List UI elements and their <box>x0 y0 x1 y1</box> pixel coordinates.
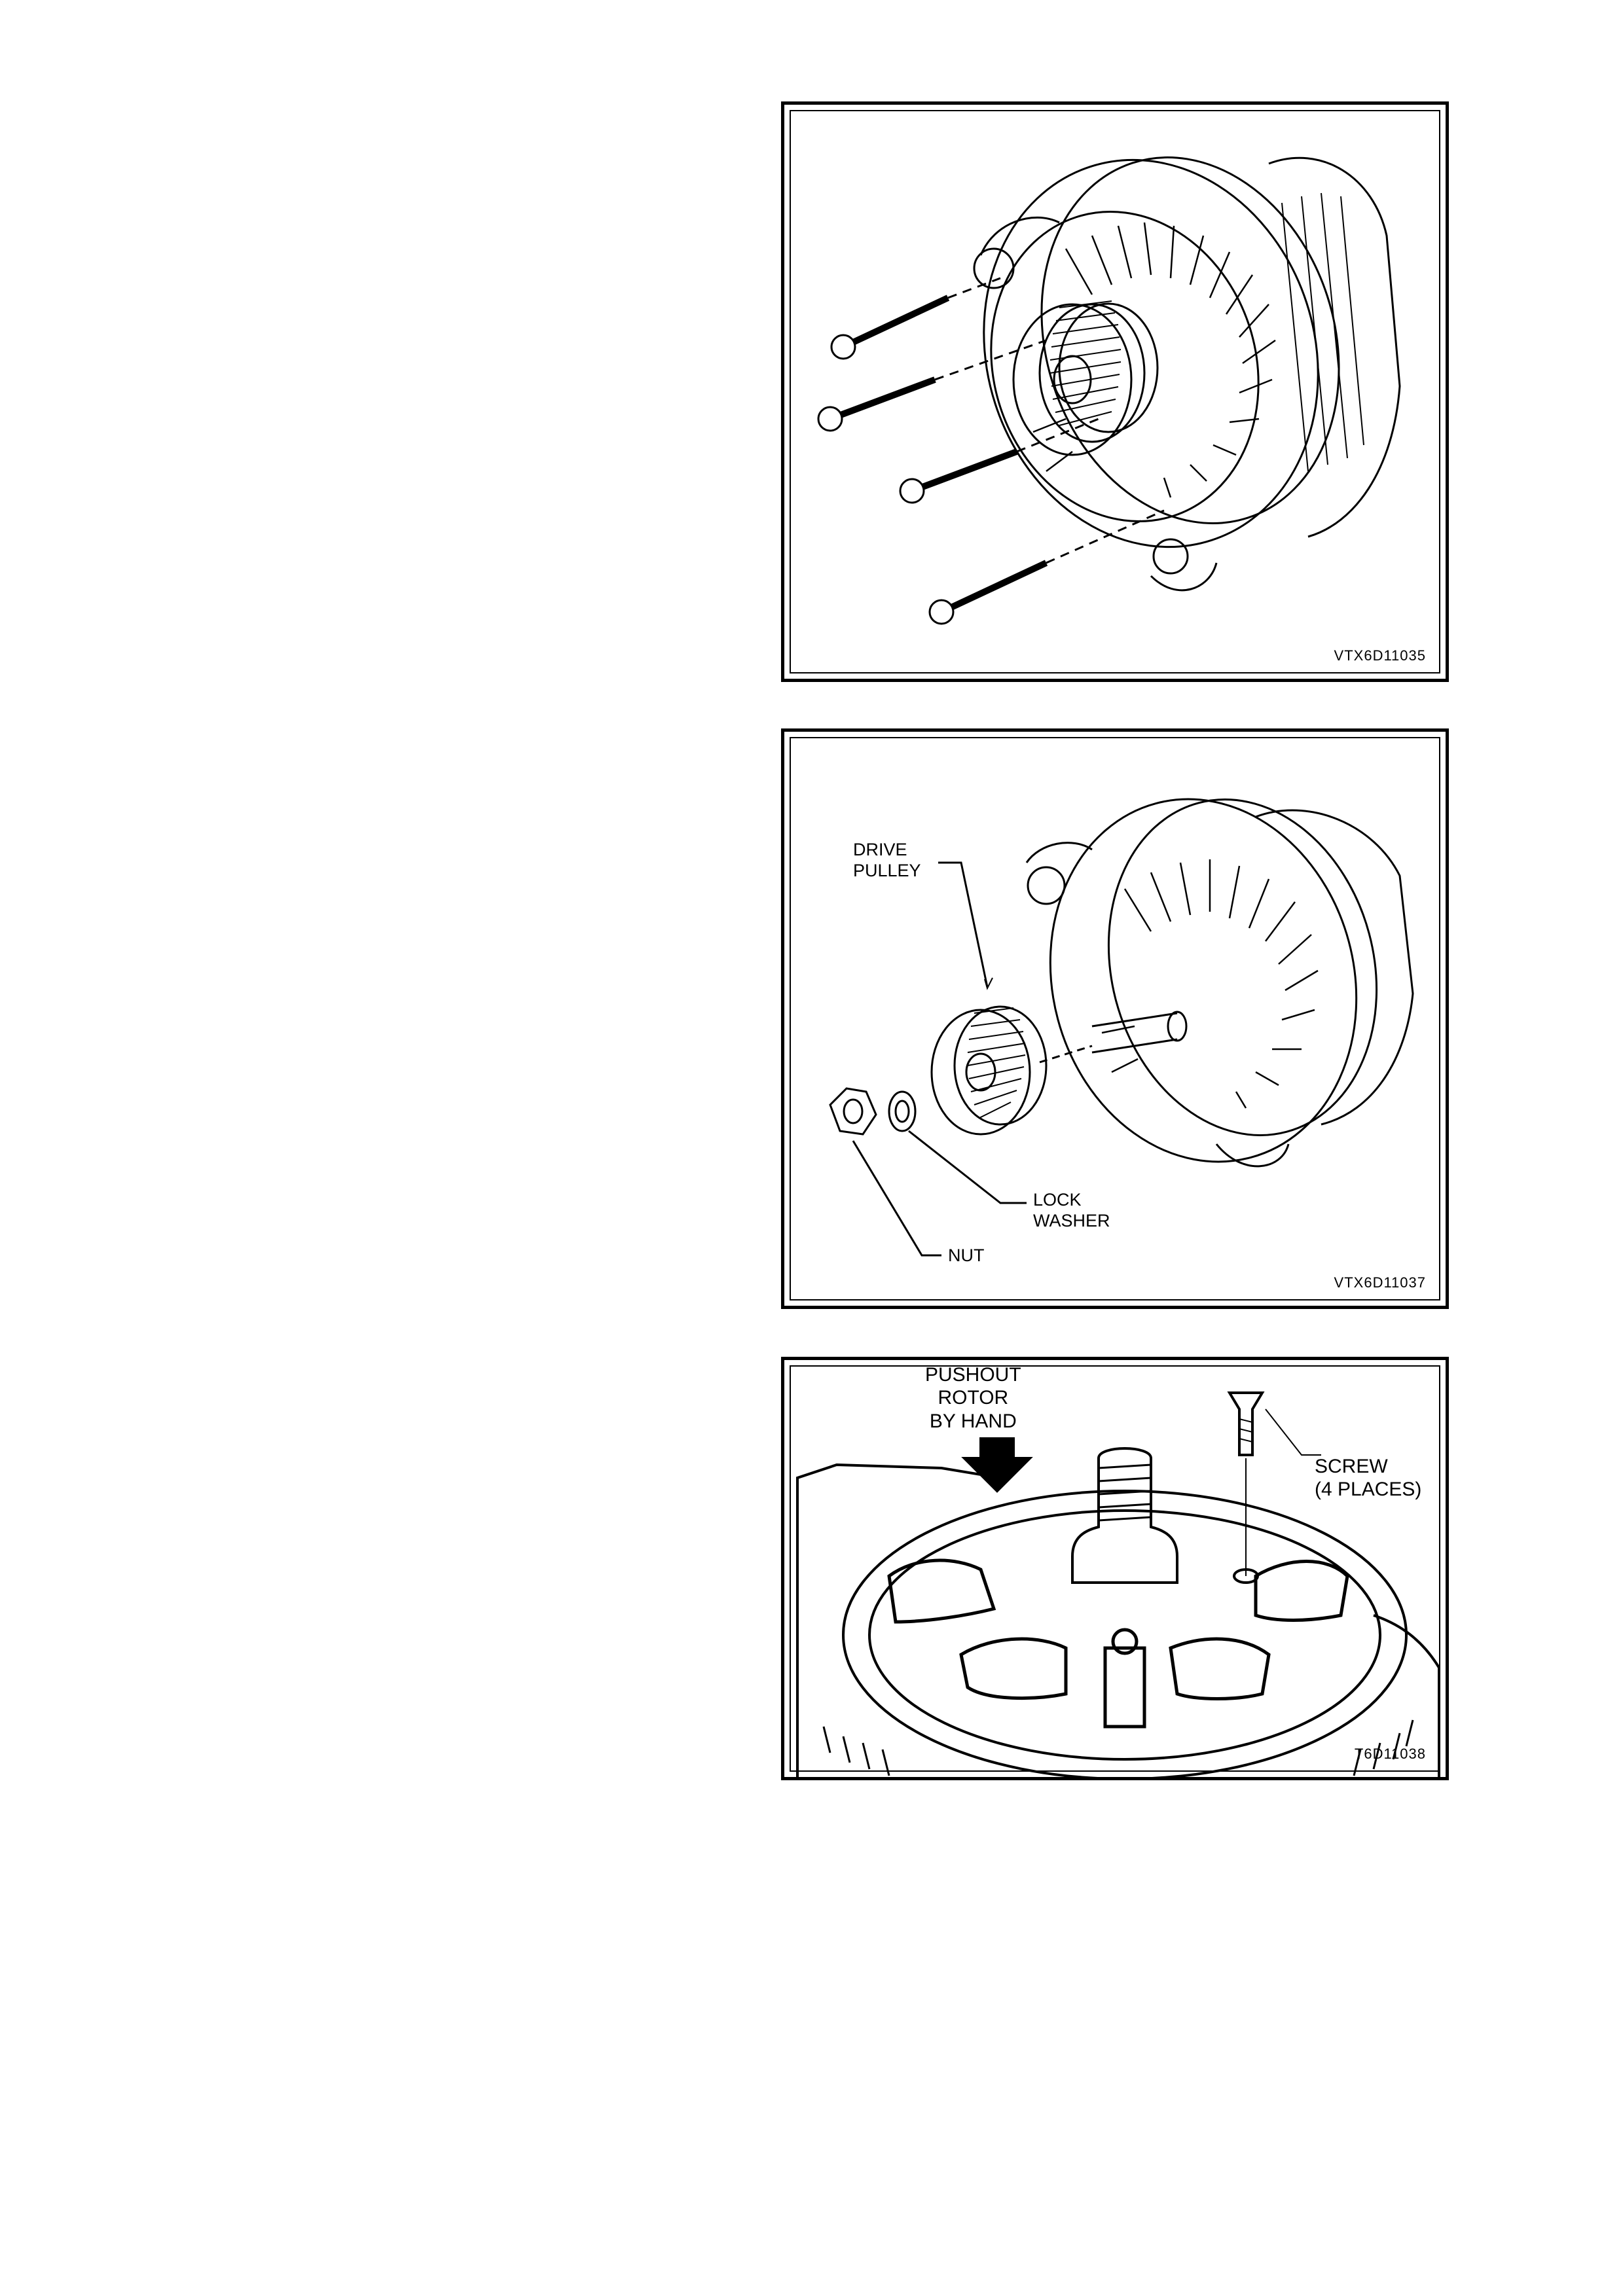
figure-code: VTX6D11037 <box>1334 1274 1426 1291</box>
figure-code: T6D11038 <box>1355 1746 1426 1763</box>
figure-drive-pulley: DRIVE PULLEY LOCK WASHER NUT VTX6D11037 <box>781 728 1449 1309</box>
alternator-bolts-illustration <box>784 105 1449 682</box>
pushout-rotor-label: PUSHOUT ROTOR BY HAND <box>925 1363 1021 1433</box>
figure-code: VTX6D11035 <box>1334 647 1426 664</box>
nut-label: NUT <box>948 1246 985 1266</box>
pushout-rotor-illustration <box>784 1360 1449 1780</box>
lock-washer-label: LOCK WASHER <box>1033 1190 1110 1232</box>
screw-label: SCREW (4 PLACES) <box>1315 1455 1421 1501</box>
figure-alternator-bolts: VTX6D11035 <box>781 101 1449 682</box>
figure-pushout-rotor: PUSHOUT ROTOR BY HAND SCREW (4 PLACES) T… <box>781 1357 1449 1780</box>
drive-pulley-illustration <box>784 732 1449 1309</box>
drive-pulley-label: DRIVE PULLEY <box>853 840 921 882</box>
